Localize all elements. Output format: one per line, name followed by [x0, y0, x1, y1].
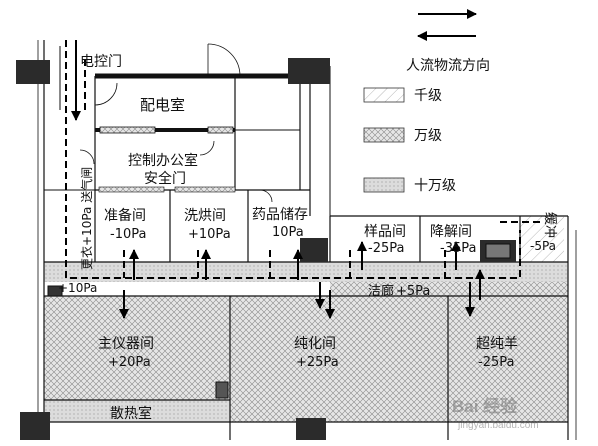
- legend: 人流物流方向 千级 万级 十万级: [363, 9, 490, 194]
- watermark-main: Bai 经验: [452, 396, 518, 416]
- legend-swatch-ten-thousand: [363, 127, 405, 143]
- flow-paths: [65, 40, 540, 279]
- watermark-sub: jingyan.baidu.com: [457, 420, 539, 431]
- label-sample-room: 样品间: [364, 224, 406, 240]
- column: [288, 58, 330, 84]
- zone-corridor-right: [330, 282, 568, 296]
- legend-flow-label: 人流物流方向: [406, 58, 490, 74]
- legend-swatch-thousand: [363, 87, 405, 103]
- zone-buffer: [520, 216, 564, 262]
- legend-label-thousand: 千级: [414, 88, 442, 104]
- label-safety-door: 安全门: [144, 170, 186, 187]
- wall-hatches: [98, 126, 236, 193]
- label-buffer-pressure: -5Pa: [530, 239, 556, 253]
- label-wash-dry-pressure: +10Pa: [188, 227, 231, 242]
- label-drug-storage-pressure: 10Pa: [272, 225, 304, 240]
- column: [300, 238, 328, 262]
- room-labels: 电控门 配电室 控制办公室 安全门 更衣+10Pa 送气闸 准备间 -10Pa …: [58, 54, 557, 422]
- label-main-instrument-pressure: +20Pa: [108, 355, 151, 370]
- doors: [79, 43, 273, 203]
- zone-ultra-pure: [448, 296, 568, 422]
- zone-purification: [230, 296, 448, 422]
- label-wash-dry: 洗烘间: [184, 208, 226, 224]
- label-purification: 纯化间: [294, 336, 336, 352]
- label-prep-pressure: -10Pa: [110, 227, 146, 242]
- label-sample-pressure: -25Pa: [368, 241, 404, 256]
- column: [16, 60, 50, 84]
- label-clean-corridor: 洁廊: [368, 283, 394, 299]
- label-heat-room: 散热室: [110, 405, 152, 422]
- label-purification-pressure: +25Pa: [296, 355, 339, 370]
- label-control-office: 控制办公室: [128, 152, 198, 169]
- zone-heat-room: [44, 400, 230, 422]
- label-ultra-pure: 超纯羊: [476, 336, 518, 352]
- label-power-room: 配电室: [140, 96, 185, 114]
- label-prep-room: 准备间: [104, 207, 146, 224]
- zone-main-instrument: [44, 296, 230, 400]
- label-corridor-left-pressure: +10Pa: [58, 281, 97, 295]
- label-clean-corridor-pressure: +5Pa: [396, 284, 430, 299]
- equipment: [47, 243, 511, 399]
- label-digestion-room: 降解间: [430, 224, 472, 240]
- label-electric-door: 电控门: [80, 54, 122, 70]
- label-buffer: 缓冲: [542, 212, 557, 238]
- column: [296, 418, 326, 440]
- zone-fills: [44, 216, 568, 422]
- legend-label-hundred-thousand: 十万级: [414, 178, 456, 194]
- watermark: Bai 经验 jingyan.baidu.com: [452, 396, 539, 431]
- legend-label-ten-thousand: 万级: [414, 128, 442, 144]
- flow-arrows: [71, 40, 485, 319]
- label-drug-storage: 药品储存: [252, 207, 308, 223]
- label-digestion-pressure: -35Pa: [440, 241, 476, 256]
- legend-swatch-hundred-thousand: [363, 177, 405, 193]
- label-changing-airlock: 更衣+10Pa 送气闸: [79, 167, 94, 270]
- column: [20, 412, 50, 440]
- label-ultra-pure-pressure: -25Pa: [478, 355, 514, 370]
- label-main-instrument: 主仪器间: [98, 336, 154, 352]
